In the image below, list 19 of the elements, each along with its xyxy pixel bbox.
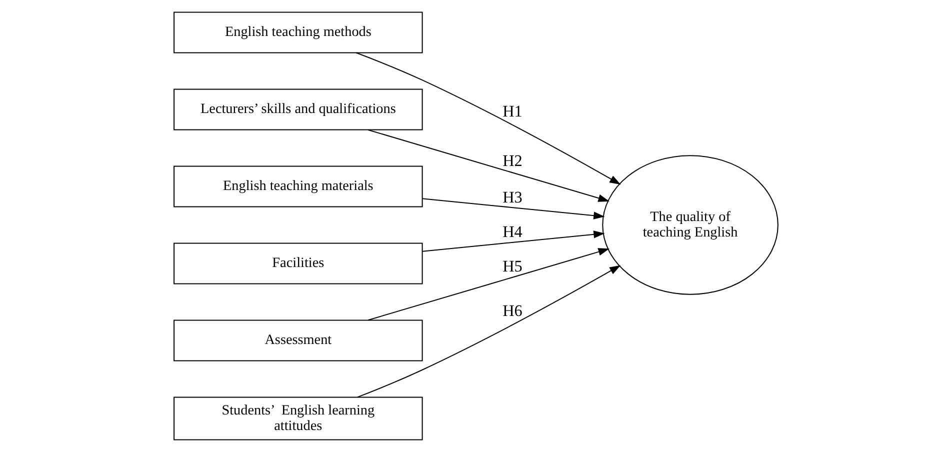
node-ellipse: The quality of teaching English — [602, 155, 778, 295]
edge-label: H6 — [502, 302, 522, 320]
arrow — [368, 129, 610, 202]
arrow — [422, 230, 605, 252]
edge-label: H5 — [502, 257, 522, 276]
node-box: Facilities — [174, 242, 423, 284]
arrow — [422, 198, 605, 220]
arrow — [357, 265, 621, 398]
arrow — [356, 52, 621, 185]
edge-label: H3 — [502, 188, 522, 206]
node-box: English teaching materials — [174, 166, 423, 208]
edge-label: H4 — [502, 222, 522, 241]
arrow — [368, 248, 610, 321]
node-box: Students’ English learning attitudes — [174, 396, 423, 440]
node-box: English teaching methods — [174, 12, 423, 54]
node-box: Assessment — [174, 320, 423, 362]
edge-label: H2 — [502, 152, 522, 170]
edge-label: H1 — [502, 102, 522, 120]
node-box: Lecturers’ skills and qualifications — [174, 88, 423, 130]
